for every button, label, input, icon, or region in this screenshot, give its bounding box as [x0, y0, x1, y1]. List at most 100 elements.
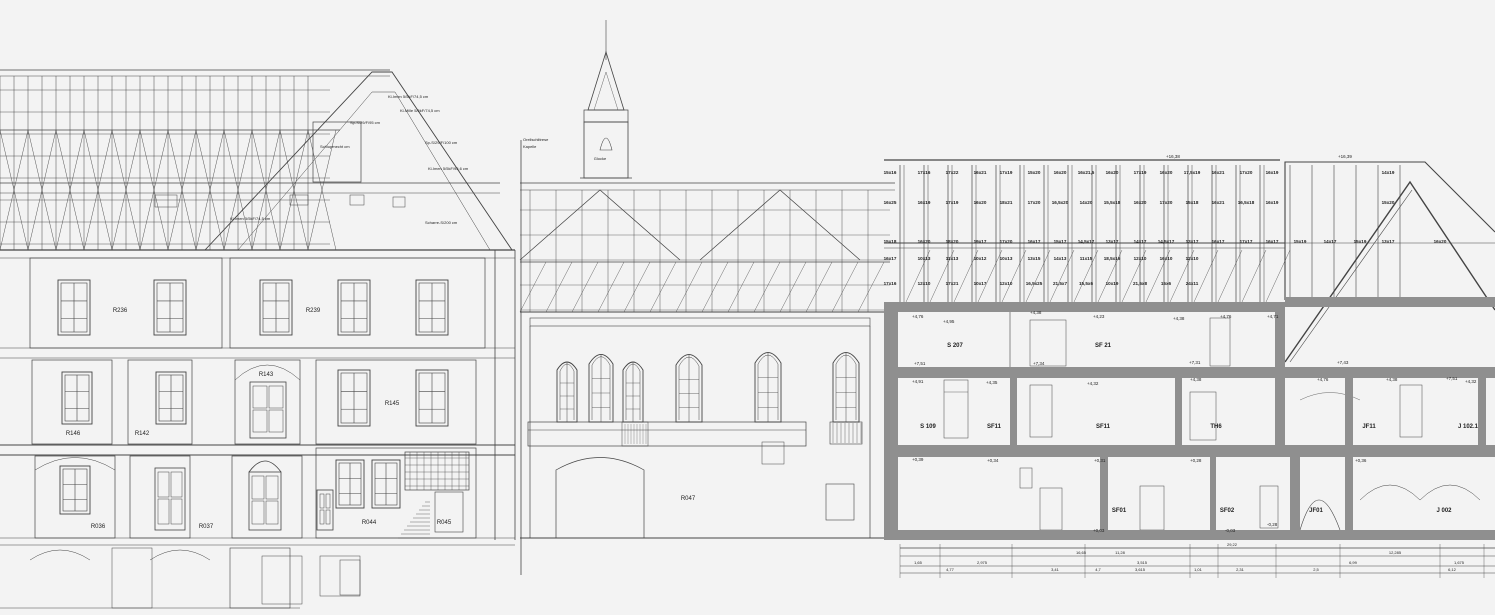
drawing-label: 14x17	[1134, 239, 1147, 244]
spire	[587, 50, 625, 111]
drawing-rect	[154, 467, 186, 531]
wall-section	[1210, 457, 1216, 530]
wall-section	[1478, 378, 1486, 445]
drawing-label: 17,5x19	[1184, 170, 1201, 175]
drawing-label: Scharre-S/200 cm	[425, 220, 458, 225]
drawing-rect	[1029, 384, 1053, 438]
arch	[29, 549, 91, 561]
drawing-line	[701, 261, 729, 313]
gothic-window	[754, 352, 782, 423]
drawing-label: -0,28	[1267, 522, 1278, 527]
drawing-label: +0,39	[912, 457, 924, 462]
drawing-label: +7,31	[1189, 360, 1201, 365]
drawing-label: 15x16	[884, 170, 897, 175]
drawing-label: 15x19	[1354, 239, 1367, 244]
drawing-label: +4,32	[1087, 381, 1099, 386]
gothic-window	[556, 361, 578, 423]
drawing-rect	[59, 465, 91, 515]
drawing-label: JF01	[1309, 508, 1323, 514]
drawing-label: +16,38	[1166, 154, 1180, 159]
drawing-label: 16x21	[1212, 200, 1225, 205]
drawing-line	[831, 261, 859, 313]
drawing-rect	[251, 475, 265, 500]
drawing-label: R236	[113, 308, 128, 314]
drawing-label: +4,71	[1267, 314, 1279, 319]
drawing-label: 21,5x7	[1053, 281, 1067, 286]
drawing-label: +7,34	[1033, 361, 1045, 366]
truss	[519, 189, 681, 261]
drawing-label: 10x17	[974, 281, 987, 286]
drawing-rect	[319, 509, 325, 525]
drawing-rect	[29, 257, 223, 349]
vault	[1299, 392, 1361, 401]
drawing-label: 15,5x18	[1104, 200, 1121, 205]
drawing-label: 17x17	[1240, 239, 1253, 244]
drawing-label: 11,28	[1115, 550, 1125, 555]
right-rafter	[1284, 180, 1495, 363]
drawing-label: 15,5x6	[1079, 281, 1093, 286]
drawing-label: R045	[437, 520, 452, 526]
drawing-linework	[0, 20, 1495, 609]
wall-section	[1345, 378, 1353, 530]
drawing-label: 17x20	[1000, 239, 1013, 244]
drawing-rect	[1139, 485, 1165, 531]
gable-outline	[204, 71, 513, 251]
drawing-rect	[248, 471, 282, 531]
drawing-rect	[943, 379, 969, 439]
drawing-line	[675, 261, 703, 313]
gothic-window	[675, 354, 703, 423]
drawing-label: 17x21	[946, 281, 959, 286]
drawing-rect	[621, 421, 649, 447]
drawing-rect	[371, 459, 401, 509]
drawing-rect	[265, 500, 279, 525]
drawing-rect	[349, 194, 365, 206]
wall-section	[1285, 297, 1495, 307]
drawing-label: +4,95	[943, 319, 955, 324]
drawing-label: R037	[199, 524, 214, 530]
drawing-line	[1169, 249, 1195, 303]
drawing-label: +4,38	[1190, 377, 1202, 382]
drawing-rect	[337, 279, 371, 336]
drawing-rect	[325, 509, 331, 525]
drawing-label: 16x20	[974, 200, 987, 205]
drawing-label: 12,285	[1389, 550, 1402, 555]
drawing-rect	[268, 409, 284, 433]
drawing-label: 13x17	[1186, 239, 1199, 244]
drawing-label: +0,31	[1094, 458, 1106, 463]
drawing-label: SF11	[987, 424, 1002, 430]
drawing-line	[857, 261, 885, 313]
drawing-line	[1265, 249, 1291, 303]
drawing-label: 13x15	[1028, 256, 1041, 261]
drawing-label: 16x21,5	[1078, 170, 1095, 175]
drawing-label: TH6	[1210, 424, 1222, 430]
drawing-label: 15x20	[1028, 170, 1041, 175]
drawing-label: SF02	[1220, 508, 1235, 514]
drawing-label: R146	[66, 431, 81, 437]
drawing-line	[167, 129, 197, 251]
drawing-label: 24x11	[1186, 281, 1199, 286]
drawing-label: 14x20	[1080, 200, 1093, 205]
drawing-label: R036	[91, 524, 106, 530]
wall-section	[884, 302, 1285, 312]
drawing-rect	[155, 371, 187, 425]
drawing-label: Orellschlitrese	[523, 137, 549, 142]
drawing-rect	[268, 385, 284, 409]
drawing-label: +0,03	[1093, 528, 1105, 533]
drawing-line	[1097, 249, 1123, 303]
drawing-line	[953, 249, 979, 303]
drawing-label: R047	[681, 496, 696, 502]
drawing-label: 18,5x16	[1104, 256, 1121, 261]
wall-section	[884, 367, 1495, 378]
gothic-window	[622, 361, 644, 423]
drawing-label: 17x16	[884, 281, 897, 286]
truss	[699, 189, 861, 261]
drawing-label: +0,36	[1355, 458, 1367, 463]
drawing-label: +4,23	[1093, 314, 1105, 319]
drawing-label: Kl-Imen 5/5kF/74,5 cm	[230, 216, 271, 221]
drawing-rect	[1259, 485, 1279, 529]
drawing-line	[779, 261, 807, 313]
drawing-label: 16,5x20	[1052, 200, 1069, 205]
drawing-label: SF01	[1112, 508, 1127, 514]
wall-section	[1290, 457, 1300, 530]
right-roof	[1284, 161, 1495, 300]
